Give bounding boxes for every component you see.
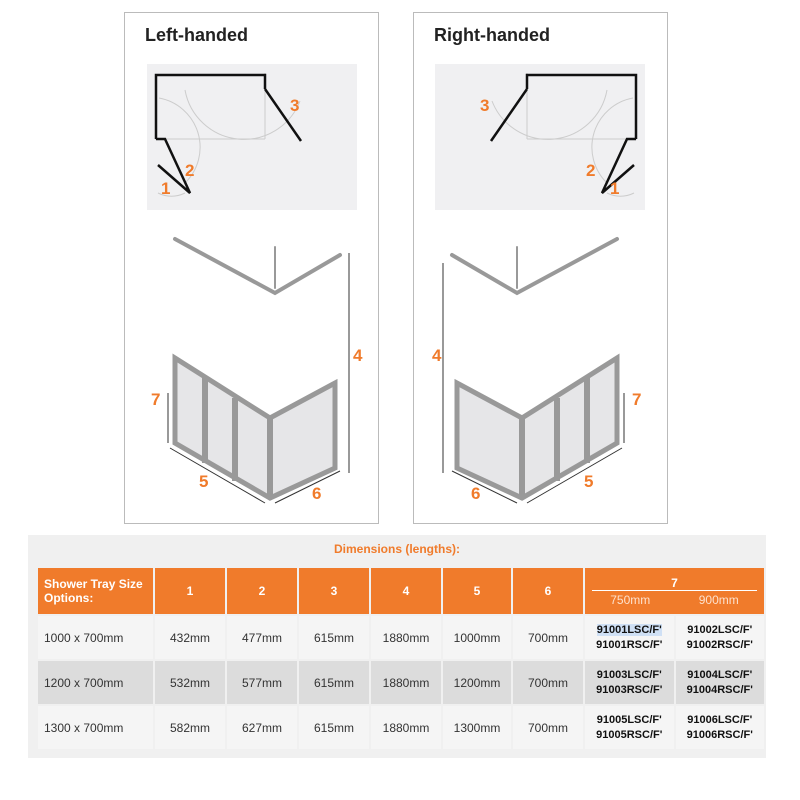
cell-3: 615mm <box>299 706 369 749</box>
dim-label-4: 4 <box>353 346 363 365</box>
code-rsc: 91006RSC/F' <box>686 728 753 741</box>
cell-3: 615mm <box>299 616 369 659</box>
dim-label-2: 2 <box>586 161 595 180</box>
code-rsc: 91003RSC/F' <box>596 683 663 696</box>
dim-label-5: 5 <box>199 472 208 491</box>
code-lsc: 91005LSC/F' <box>596 713 662 726</box>
cell-2: 577mm <box>227 661 297 704</box>
dim-label-7: 7 <box>151 390 160 409</box>
shower-screens <box>172 353 338 501</box>
dim-label-3: 3 <box>480 96 489 115</box>
code-750: 91003LSC/F' 91003RSC/F' <box>585 661 674 704</box>
header-4: 4 <box>371 568 441 614</box>
subheader-900: 900mm <box>698 592 739 607</box>
left-handed-diagram: 3 2 1 4 7 5 6 <box>147 64 363 504</box>
header-3: 3 <box>299 568 369 614</box>
dim-label-5: 5 <box>584 472 593 491</box>
cell-1: 432mm <box>155 616 225 659</box>
code-lsc: 91003LSC/F' <box>596 668 662 681</box>
dim-label-6: 6 <box>471 484 480 503</box>
code-900: 91004LSC/F' 91004RSC/F' <box>675 661 764 704</box>
header-6: 6 <box>513 568 583 614</box>
code-rsc: 91001RSC/F' <box>596 638 663 651</box>
cell-4: 1880mm <box>371 616 441 659</box>
code-750: 91005LSC/F' 91005RSC/F' <box>585 706 674 749</box>
code-lsc: 91004LSC/F' <box>687 668 753 681</box>
code-lsc: 91001LSC/F' <box>596 623 662 636</box>
code-lsc: 91006LSC/F' <box>687 713 753 726</box>
cell-5: 1000mm <box>443 616 511 659</box>
header-size: Shower Tray Size Options: <box>38 568 153 614</box>
cell-3: 615mm <box>299 661 369 704</box>
subheader-750: 750mm <box>610 592 651 607</box>
dim-label-1: 1 <box>610 179 619 198</box>
header-row: Shower Tray Size Options: 1 2 3 4 5 6 7 … <box>38 568 764 614</box>
code-rsc: 91002RSC/F' <box>686 638 753 651</box>
cell-6: 700mm <box>513 661 583 704</box>
panel-title: Left-handed <box>145 25 248 45</box>
dim-label-4: 4 <box>432 346 442 365</box>
cell-6: 700mm <box>513 616 583 659</box>
cell-1: 532mm <box>155 661 225 704</box>
cell-4: 1880mm <box>371 706 441 749</box>
cell-6: 700mm <box>513 706 583 749</box>
header-7: 7 750mm 900mm <box>585 568 764 614</box>
size-cell: 1200 x 700mm <box>38 661 153 704</box>
dim-label-2: 2 <box>185 161 194 180</box>
header-5: 5 <box>443 568 511 614</box>
code-rsc: 91004RSC/F' <box>686 683 753 696</box>
size-cell: 1300 x 700mm <box>38 706 153 749</box>
cell-1: 582mm <box>155 706 225 749</box>
table-row: 1200 x 700mm 532mm 577mm 615mm 1880mm 12… <box>38 661 764 704</box>
code-lsc: 91002LSC/F' <box>687 623 753 636</box>
dimensions-table-section: Dimensions (lengths): Shower Tray Size O… <box>28 535 766 758</box>
dim-label-7: 7 <box>632 390 641 409</box>
header-7-label: 7 <box>592 576 757 591</box>
code-900: 91006LSC/F' 91006RSC/F' <box>675 706 764 749</box>
left-handed-panel: 3 2 1 4 7 5 6 Left-handed <box>124 12 379 524</box>
cell-4: 1880mm <box>371 661 441 704</box>
right-handed-panel: 3 2 1 4 7 5 6 Right-handed <box>413 12 668 524</box>
cell-2: 627mm <box>227 706 297 749</box>
shower-rail <box>173 237 342 296</box>
dimensions-table: Shower Tray Size Options: 1 2 3 4 5 6 7 … <box>36 566 766 751</box>
table-row: 1300 x 700mm 582mm 627mm 615mm 1880mm 13… <box>38 706 764 749</box>
code-900: 91002LSC/F' 91002RSC/F' <box>675 616 764 659</box>
dim-label-6: 6 <box>312 484 321 503</box>
table-title: Dimensions (lengths): <box>333 542 460 556</box>
dim-label-3: 3 <box>290 96 299 115</box>
code-750: 91001LSC/F' 91001RSC/F' <box>585 616 674 659</box>
header-1: 1 <box>155 568 225 614</box>
panel-title: Right-handed <box>434 25 550 45</box>
cell-2: 477mm <box>227 616 297 659</box>
code-rsc: 91005RSC/F' <box>596 728 663 741</box>
table-row: 1000 x 700mm 432mm 477mm 615mm 1880mm 10… <box>38 616 764 659</box>
cell-5: 1200mm <box>443 661 511 704</box>
header-2: 2 <box>227 568 297 614</box>
cell-5: 1300mm <box>443 706 511 749</box>
size-cell: 1000 x 700mm <box>38 616 153 659</box>
right-handed-diagram: 3 2 1 4 7 5 6 <box>432 64 645 504</box>
dim-label-1: 1 <box>161 179 170 198</box>
